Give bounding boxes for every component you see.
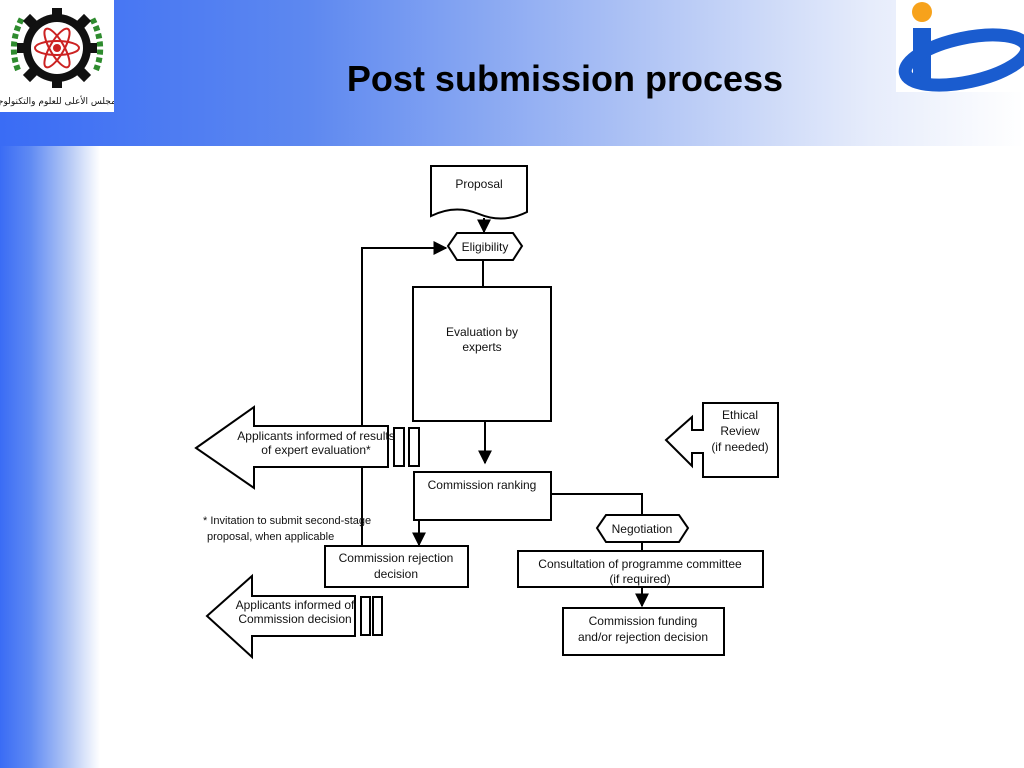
evaluation-box — [412, 286, 552, 422]
funding-box — [562, 607, 725, 656]
applicants-commission-label-2: Commission decision — [238, 612, 351, 626]
negotiation-label: Negotiation — [612, 522, 673, 536]
applicants-results-label-1: Applicants informed of results — [237, 429, 394, 443]
rejection-label-2: decision — [374, 567, 418, 581]
ethical-label-2: Review — [720, 424, 760, 438]
funding-label-2: and/or rejection decision — [578, 630, 708, 644]
applicants-results-label-2: of expert evaluation* — [261, 443, 371, 457]
invitation-note-1: * Invitation to submit second-stage — [203, 515, 371, 527]
ethical-label-1: Ethical — [722, 408, 758, 422]
consultation-label-1: Consultation of programme committee — [538, 557, 742, 571]
invitation-note-2: proposal, when applicable — [207, 531, 334, 543]
consultation-label-2: (if required) — [609, 572, 670, 586]
commission-ranking-label: Commission ranking — [428, 478, 537, 492]
ethical-label-3: (if needed) — [711, 440, 768, 454]
commission-bar-2 — [372, 596, 383, 636]
header-band — [0, 0, 1024, 146]
commission-ranking-box — [413, 471, 552, 521]
io-logo — [896, 0, 1024, 92]
proposal-label: Proposal — [455, 177, 502, 191]
results-bar-2 — [408, 427, 420, 467]
eligibility-shape — [446, 232, 524, 261]
results-bar-1 — [393, 427, 405, 467]
funding-label-1: Commission funding — [589, 614, 698, 628]
applicants-commission-label-1: Applicants informed of — [236, 598, 355, 612]
rejection-label-1: Commission rejection — [339, 551, 454, 565]
evaluation-label-1: Evaluation by — [446, 325, 518, 339]
rejection-box — [324, 545, 469, 588]
negotiation-shape — [595, 514, 690, 543]
evaluation-label-2: experts — [462, 340, 501, 354]
ethical-review-arrow — [664, 402, 779, 478]
slide-title: Post submission process — [346, 58, 784, 99]
commission-bar-1 — [360, 596, 371, 636]
left-sidebar-band — [0, 146, 100, 768]
council-logo: المجلس الأعلى للعلوم والتكنولوجيا — [0, 0, 122, 112]
consultation-box — [517, 550, 764, 588]
proposal-shape — [430, 165, 528, 220]
applicants-results-arrow — [194, 405, 389, 490]
eligibility-label: Eligibility — [462, 240, 509, 254]
applicants-commission-arrow — [205, 573, 356, 660]
council-logo-text: المجلس الأعلى للعلوم والتكنولوجيا — [0, 95, 114, 107]
